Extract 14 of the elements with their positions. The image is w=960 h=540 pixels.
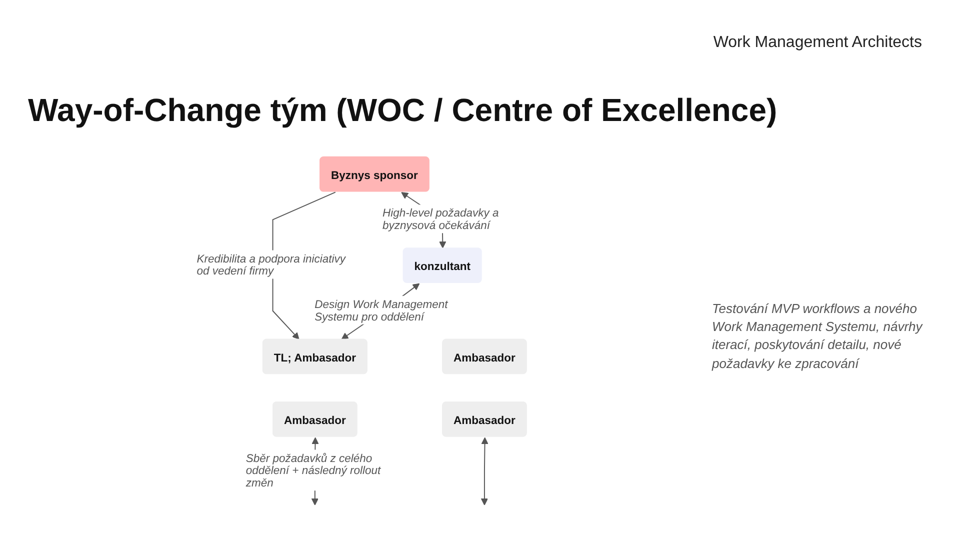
role-box: Byznys sponsor <box>320 156 430 192</box>
role-box: Ambasador <box>272 402 358 437</box>
tagline: Work Management Architects <box>713 34 922 52</box>
role-box: Ambasador <box>442 338 527 374</box>
annotation-note: Testování MVP workflows a nového Work Management Systemu, návrhy iterací, poskytování detailu, nové požadavky ke zpracování <box>712 300 924 373</box>
edge-label: Sběr požadavků z celého oddělení + následný rollout změn <box>246 452 381 490</box>
edge-label: High-level požadavky a byznysová očekávání <box>382 208 499 232</box>
role-box: Ambasador <box>442 402 527 437</box>
double-arrow <box>480 437 488 506</box>
role-box: TL; Ambasador <box>262 338 368 374</box>
role-box: konzultant <box>402 248 482 283</box>
slide-title: Way-of-Change tým (WOC / Centre of Excellence) <box>28 92 778 129</box>
edge-label: Kredibilita a podpora iniciativy od vedení firmy <box>196 253 346 278</box>
edge-label: Design Work Management Systemu pro oddělení <box>314 298 448 324</box>
